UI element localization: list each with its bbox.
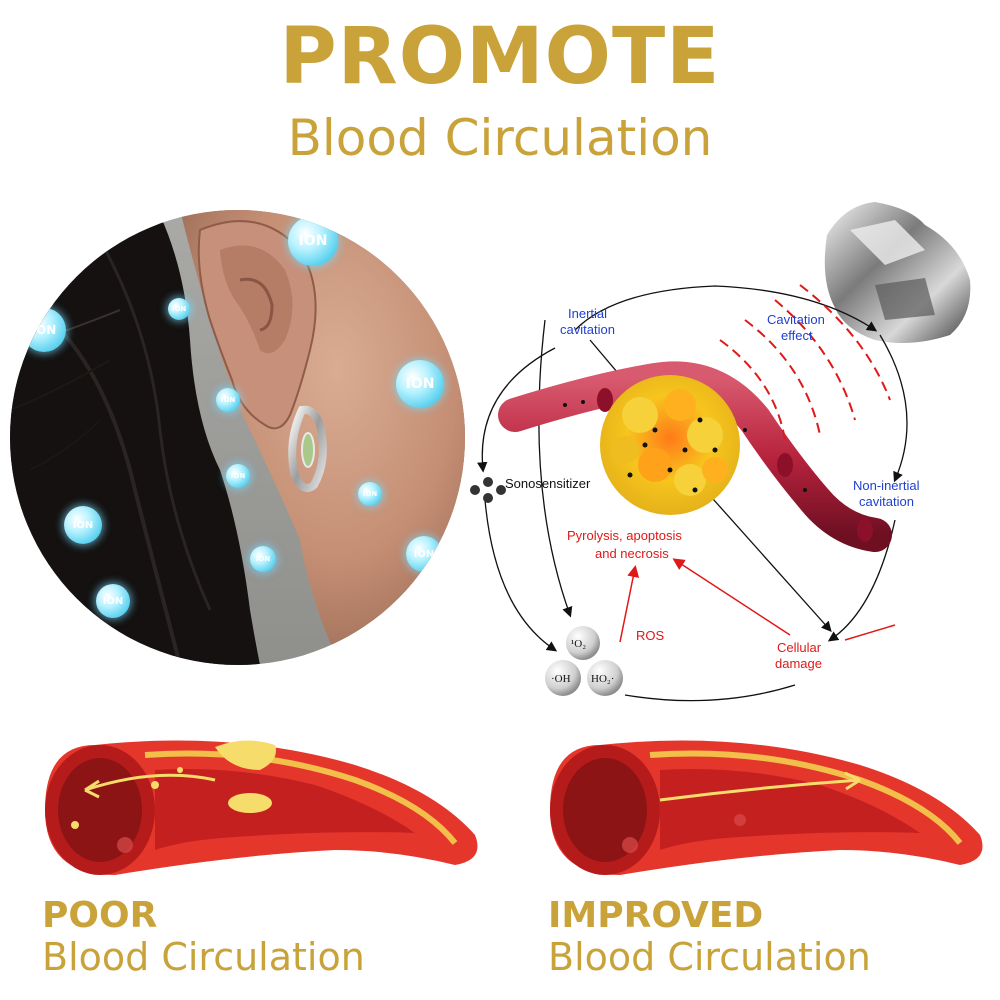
poor-heading: POOR [42,895,158,936]
ion-bubble-icon: ION [216,388,240,412]
ion-bubble-icon: ION [396,360,444,408]
ear-illustration [10,210,465,665]
poor-caption: Blood Circulation [42,935,365,979]
improved-heading: IMPROVED [548,895,764,936]
cavitation-waves-icon [719,284,891,441]
tumor-cluster-icon [600,375,740,515]
ros-label: ROS [636,628,665,643]
page-subtitle: Blood Circulation [287,109,713,167]
ion-bubble-icon: ION [288,216,338,266]
metal-rock-icon [824,202,971,344]
hydroperoxyl-sphere [587,660,623,696]
ion-bubble-icon: ION [358,482,382,506]
singlet-oxygen-sphere [566,626,600,660]
ion-bubble-icon: ION [250,546,276,572]
improved-circulation-vessel [550,740,983,875]
ion-bubble-icon: ION [22,308,66,352]
page-title: PROMOTE [279,12,721,102]
hydroxyl-sphere [545,660,581,696]
ion-bubble-icon: ION [226,464,250,488]
improved-caption: Blood Circulation [548,935,871,979]
poor-circulation-vessel [45,740,478,875]
sonosensitizer-icon [470,477,506,503]
ion-bubble-icon: ION [406,536,442,572]
hydroxyl-label: ·OH [551,673,571,685]
singlet-oxygen-label: ¹O₂ [571,638,586,650]
hydroperoxyl-label: HO₂· [591,673,614,685]
ion-bubble-icon: ION [96,584,130,618]
ion-bubble-icon: ION [168,298,190,320]
ear-photo: ION ION ION ION ION ION ION ION ION ION … [10,210,465,665]
sonosensitizer-label: Sonosensitizer [505,476,591,491]
ion-bubble-icon: ION [64,506,102,544]
